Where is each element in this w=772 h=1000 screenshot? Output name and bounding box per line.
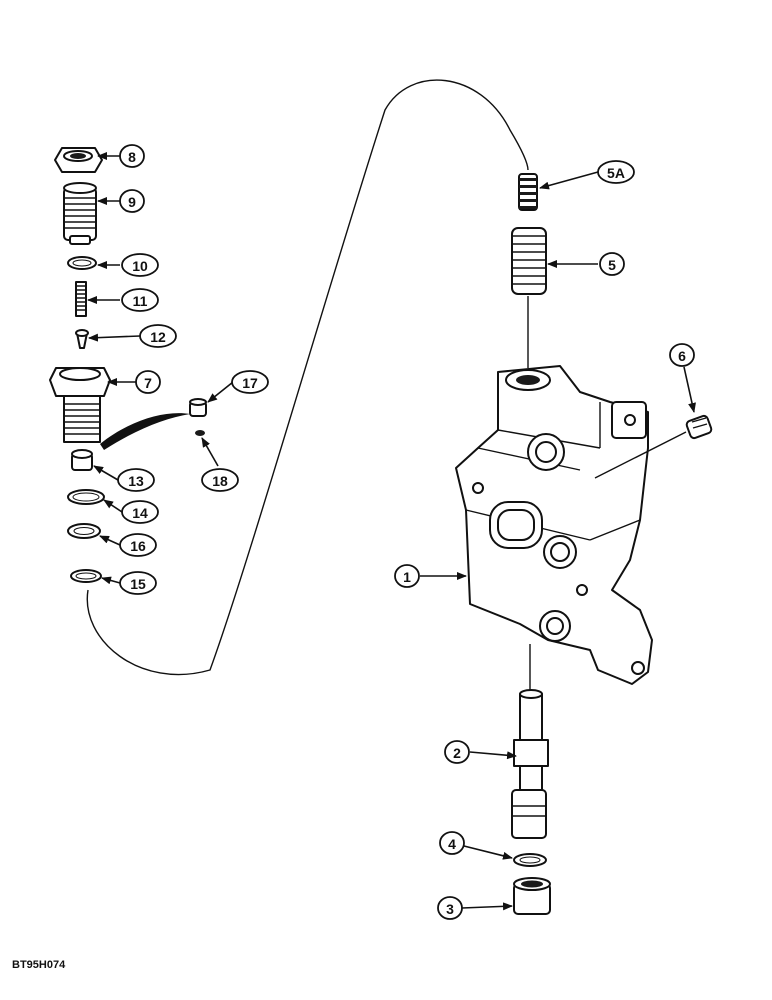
- part-10-o-ring: [67, 256, 97, 270]
- part-13-plug: [71, 449, 93, 471]
- callout-11: 11: [121, 288, 159, 312]
- assembly-line-6: [594, 431, 687, 479]
- svg-text:12: 12: [150, 329, 166, 345]
- part-6-plug: [685, 414, 713, 440]
- callout-18: 18: [201, 468, 239, 492]
- svg-text:7: 7: [144, 375, 152, 391]
- part-8-nut: [54, 147, 103, 173]
- callout-12: 12: [139, 324, 177, 348]
- svg-text:2: 2: [453, 745, 461, 761]
- part-16-backup-ring: [67, 523, 101, 539]
- svg-text:8: 8: [128, 149, 136, 165]
- svg-text:1: 1: [403, 569, 411, 585]
- callout-5a: 5A: [597, 160, 635, 184]
- callout-10: 10: [121, 253, 159, 277]
- callout-16: 16: [119, 533, 157, 557]
- svg-text:17: 17: [242, 375, 258, 391]
- callout-8: 8: [119, 144, 145, 168]
- part-9-adjusting-screw: [63, 182, 97, 245]
- svg-text:5: 5: [608, 257, 616, 273]
- part-3-plug: [513, 877, 551, 915]
- svg-text:11: 11: [133, 293, 148, 309]
- part-11-spring: [75, 281, 87, 317]
- callout-13: 13: [117, 468, 155, 492]
- callout-17: 17: [231, 370, 269, 394]
- svg-text:3: 3: [446, 901, 454, 917]
- svg-text:16: 16: [130, 538, 146, 554]
- part-18-washer: [195, 430, 205, 436]
- leader-lines: [87, 152, 696, 911]
- part-17-plug: [189, 398, 207, 417]
- callout-5: 5: [599, 252, 625, 276]
- part-5a-spring: [518, 173, 538, 211]
- part-7-relief-valve-body: [49, 367, 111, 443]
- callout-7: 7: [135, 370, 161, 394]
- svg-text:4: 4: [448, 836, 456, 852]
- callout-15: 15: [119, 571, 157, 595]
- part-4-o-ring: [513, 853, 547, 867]
- callout-4: 4: [439, 831, 465, 855]
- svg-text:5A: 5A: [607, 165, 625, 181]
- svg-text:15: 15: [130, 576, 146, 592]
- svg-text:6: 6: [678, 348, 686, 364]
- callout-9: 9: [119, 189, 145, 213]
- svg-text:13: 13: [128, 473, 144, 489]
- alternate-part-indicator: [100, 413, 190, 450]
- callout-3: 3: [437, 896, 463, 920]
- part-12-poppet: [75, 329, 89, 349]
- part-14-ring: [67, 489, 105, 505]
- callout-6: 6: [669, 343, 695, 367]
- part-5-spring: [511, 227, 547, 295]
- callout-14: 14: [121, 500, 159, 524]
- svg-text:14: 14: [132, 505, 148, 521]
- assembly-line: [86, 79, 529, 676]
- svg-text:10: 10: [132, 258, 148, 274]
- part-2-spool: [511, 689, 549, 839]
- part-15-o-ring: [70, 569, 102, 583]
- drawing-code: BT95H074: [12, 959, 66, 971]
- svg-text:9: 9: [128, 194, 136, 210]
- callout-2: 2: [444, 740, 470, 764]
- part-1-valve-section-housing: [455, 365, 653, 685]
- callout-1: 1: [394, 564, 420, 588]
- svg-text:18: 18: [212, 473, 228, 489]
